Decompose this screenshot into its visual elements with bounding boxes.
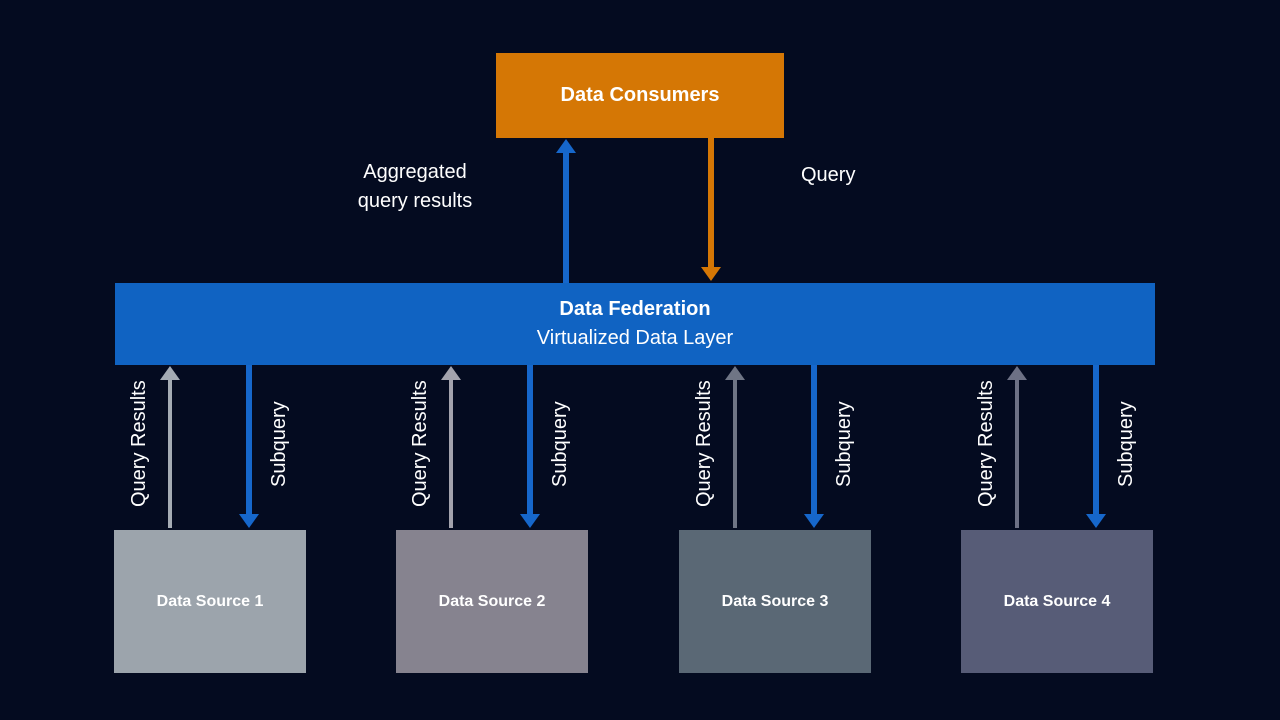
subquery-label-1: Subquery <box>268 401 290 487</box>
arrow-down-icon <box>520 514 540 528</box>
subquery-label-4: Subquery <box>1115 401 1137 487</box>
data-source-1-label: Data Source 1 <box>156 592 264 610</box>
data-source-4-box: Data Source 4 <box>961 530 1153 673</box>
data-consumers-label: Data Consumers <box>560 84 720 106</box>
query-results-label-2: Query Results <box>409 380 431 508</box>
arrow-up-icon <box>556 139 576 153</box>
subquery-label-2: Subquery <box>549 401 571 487</box>
query-results-label-1: Query Results <box>128 380 150 508</box>
data-source-2-label: Data Source 2 <box>438 592 546 610</box>
subquery-label-3: Subquery <box>833 401 855 487</box>
arrow-down-icon <box>1086 514 1106 528</box>
data-federation-title: Data Federation <box>559 298 711 320</box>
query-label: Query <box>801 164 856 186</box>
arrow-up-icon <box>725 366 745 380</box>
arrow-down-icon <box>701 267 721 281</box>
data-source-1-box: Data Source 1 <box>114 530 306 673</box>
query-results-label-4: Query Results <box>975 380 997 508</box>
data-source-3-label: Data Source 3 <box>721 592 829 610</box>
data-source-4-label: Data Source 4 <box>1003 592 1111 610</box>
data-consumers-box: Data Consumers <box>496 53 784 138</box>
arrow-up-icon <box>1007 366 1027 380</box>
query-results-label-3: Query Results <box>693 380 715 508</box>
virtualized-data-layer-subtitle: Virtualized Data Layer <box>536 327 734 349</box>
data-source-2-box: Data Source 2 <box>396 530 588 673</box>
arrow-down-icon <box>804 514 824 528</box>
data-source-3-box: Data Source 3 <box>679 530 871 673</box>
aggregated-query-results-label: Aggregated query results <box>357 161 473 212</box>
arrow-down-icon <box>239 514 259 528</box>
data-federation-bar: Data Federation Virtualized Data Layer <box>115 283 1155 365</box>
arrow-up-icon <box>441 366 461 380</box>
arrow-up-icon <box>160 366 180 380</box>
